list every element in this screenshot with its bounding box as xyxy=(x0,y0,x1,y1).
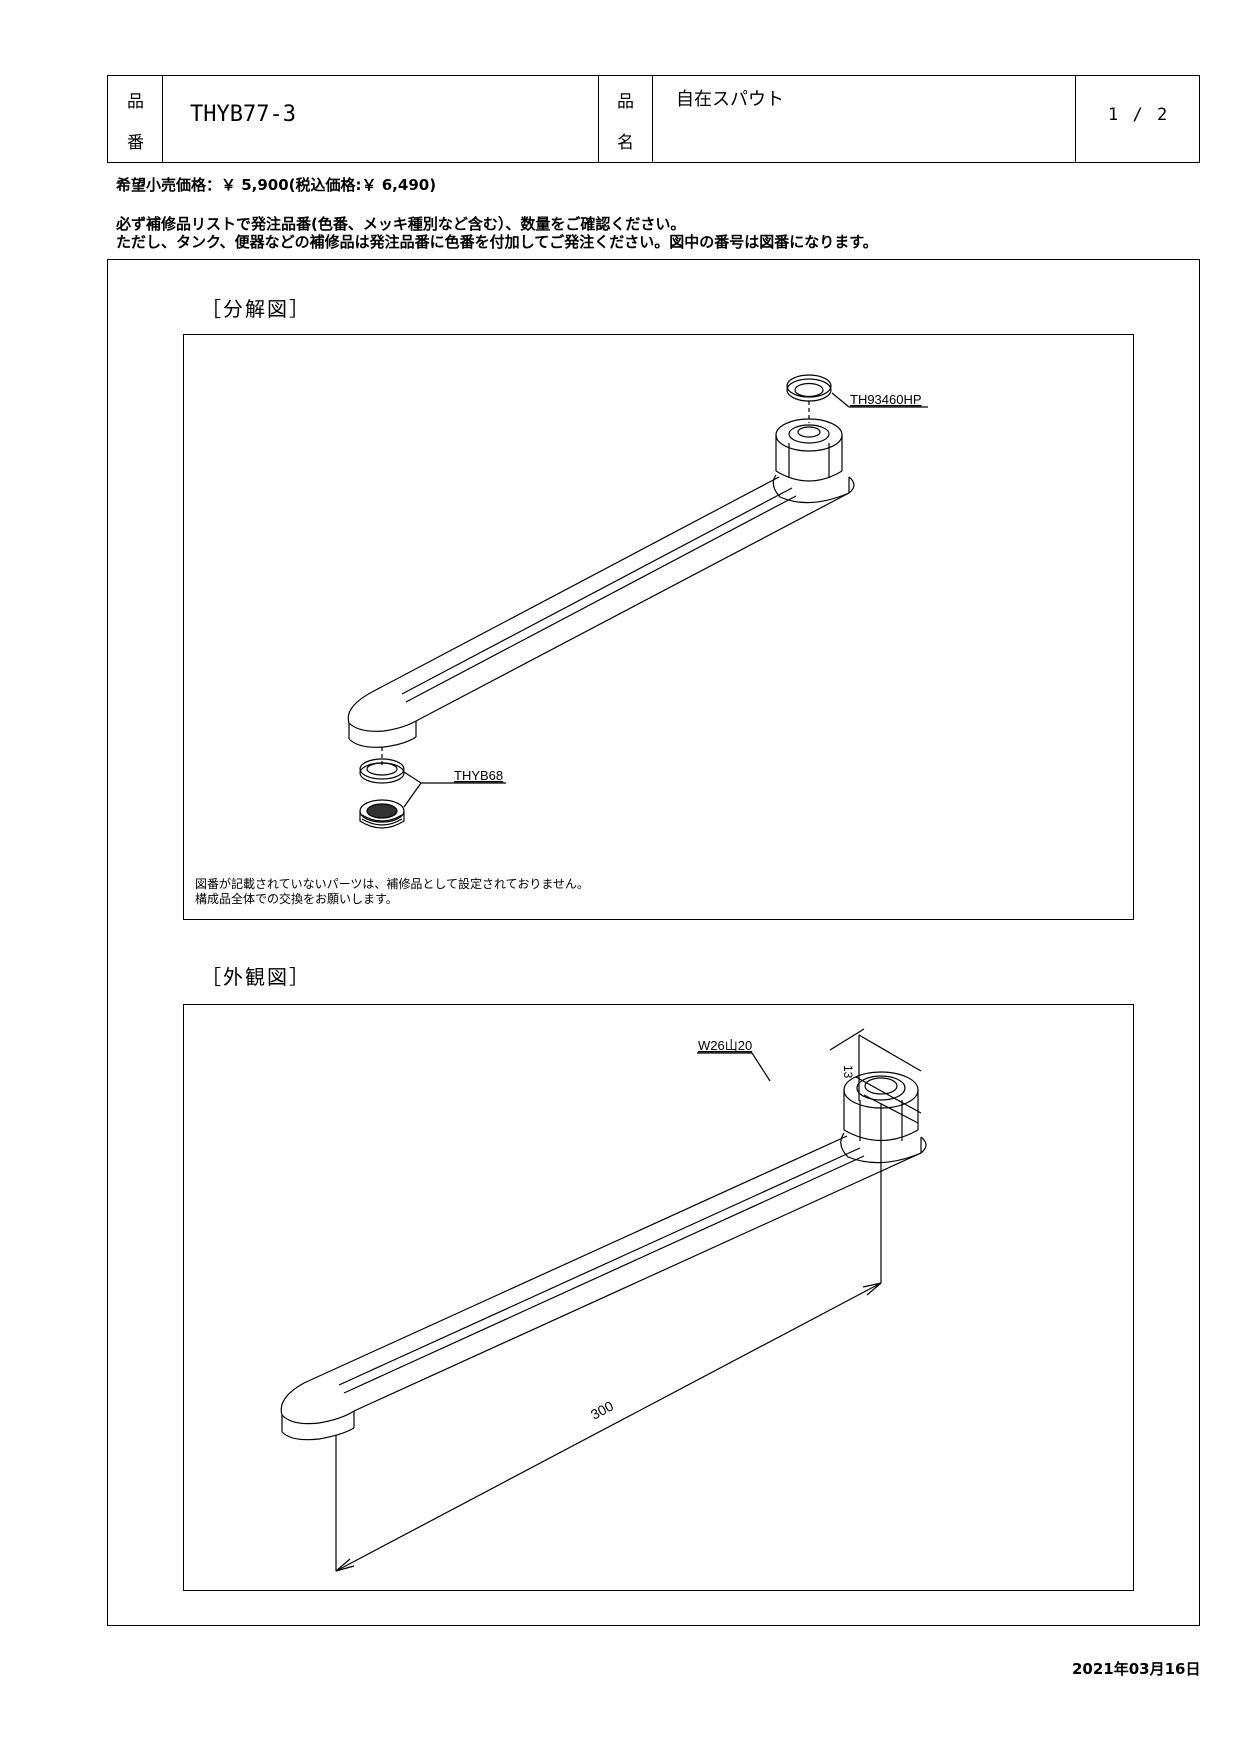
caption-line: 図番が記載されていないパーツは、補修品として設定されておりません。 xyxy=(195,877,589,891)
spout-end xyxy=(840,1132,927,1164)
washer-part xyxy=(786,374,832,398)
spout-end xyxy=(772,474,855,504)
header-table: 品 番 THYB77-3 品 名 自在スパウト 1 / 2 xyxy=(107,75,1200,163)
exploded-caption: 図番が記載されていないパーツは、補修品として設定されておりません。 構成品全体で… xyxy=(195,877,589,907)
nut-part xyxy=(856,1075,906,1101)
issue-date: 2021年03月16日 xyxy=(1072,1660,1201,1678)
nut-part xyxy=(775,418,843,452)
exploded-view-title: ［分解図］ xyxy=(201,297,311,321)
dimension-line xyxy=(335,1282,882,1572)
spout-arm xyxy=(371,476,780,693)
note-line: ただし、タンク、便器などの補修品は発注品番に色番を付加してご発注ください。図中の… xyxy=(116,233,878,251)
spout-arm xyxy=(415,492,850,722)
washer-part xyxy=(359,758,405,780)
leader-line xyxy=(751,1052,771,1082)
dimension-line xyxy=(858,1034,922,1072)
spout-arm xyxy=(405,495,797,703)
divider xyxy=(162,76,163,162)
callout-label: THYB68 xyxy=(454,768,503,783)
spout-arm xyxy=(343,1155,865,1394)
drawing-frame xyxy=(107,259,1200,1626)
leader-line xyxy=(831,392,850,408)
page-number: 1 / 2 xyxy=(1108,105,1170,125)
part-no-label: 品 xyxy=(127,92,144,112)
divider xyxy=(652,76,653,162)
washer-part xyxy=(359,762,405,784)
callout-label: TH93460HP xyxy=(850,392,922,407)
aerator-part xyxy=(359,811,405,829)
exploded-view-panel: TH93460HP TH xyxy=(183,334,1134,920)
height-dimension-label: 13 xyxy=(841,1065,855,1079)
note-line: 必ず補修品リストで発注品番(色番、メッキ種別など含む）、数量をご確認ください。 xyxy=(116,215,686,233)
part-number: THYB77-3 xyxy=(190,102,296,127)
divider xyxy=(598,76,599,162)
price-text: 希望小売価格：￥ 5,900(税込価格:￥ 6,490) xyxy=(116,176,437,194)
nut-part xyxy=(775,470,843,482)
arrow-head xyxy=(335,1558,355,1572)
spout-arm xyxy=(401,487,793,695)
appearance-view-panel: 300 13 W26山20 xyxy=(183,1004,1134,1591)
aerator-part xyxy=(366,803,398,819)
exploded-spout-drawing: TH93460HP TH xyxy=(347,374,928,829)
spout-tip xyxy=(281,1427,355,1441)
appearance-view-title: ［外観図］ xyxy=(201,965,311,989)
spout-arm xyxy=(303,1135,848,1384)
spout-tip xyxy=(347,691,417,732)
nut-part xyxy=(788,424,830,444)
leader-line xyxy=(403,771,422,784)
part-name-label: 名 xyxy=(617,133,634,153)
nut-part xyxy=(864,1077,898,1095)
appearance-spout-drawing: 300 13 W26山20 xyxy=(280,1028,927,1572)
spout-arm xyxy=(353,1152,922,1412)
spout-tip xyxy=(348,736,417,748)
part-name-label: 品 xyxy=(617,92,634,112)
leader-line xyxy=(403,782,422,808)
nut-part xyxy=(797,426,821,438)
arrow-head xyxy=(862,1282,882,1296)
dimension-line xyxy=(855,1076,922,1114)
spout-tip xyxy=(280,1382,355,1425)
dimension-line xyxy=(863,1094,919,1124)
thread-spec-label: W26山20 xyxy=(698,1038,752,1053)
divider xyxy=(1075,76,1076,162)
spout-arm xyxy=(338,1147,861,1386)
part-no-label: 番 xyxy=(127,133,144,153)
caption-line: 構成品全体での交換をお願いします。 xyxy=(195,892,398,906)
dimension-line xyxy=(829,1028,865,1051)
aerator-part xyxy=(361,814,403,826)
washer-part xyxy=(786,378,832,402)
length-dimension-label: 300 xyxy=(588,1397,616,1422)
part-name: 自在スパウト xyxy=(676,89,784,110)
washer-part xyxy=(794,382,824,398)
